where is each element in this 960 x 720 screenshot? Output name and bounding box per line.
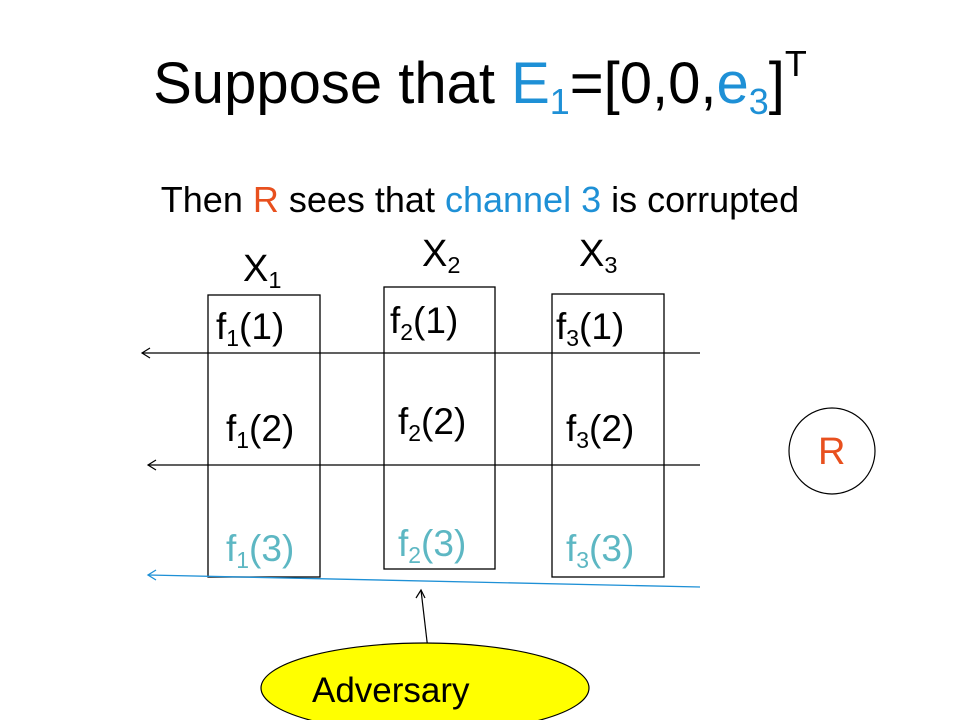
- cell-f2-3: f2(3): [398, 523, 467, 568]
- slide-subtitle: Then R sees that channel 3 is corrupted: [0, 182, 960, 218]
- cell-f2-1: f2(1): [390, 300, 459, 345]
- cell-f3-1: f3(1): [556, 306, 625, 351]
- cell-f2-2: f2(2): [398, 401, 467, 446]
- title-e3-index: 3: [748, 80, 769, 122]
- title-e3-letter: e: [716, 51, 749, 116]
- title-close: ]: [768, 51, 785, 116]
- column-box-3: [551, 293, 665, 578]
- cell-f3-2: f3(2): [566, 408, 635, 453]
- title-e-letter: E: [511, 51, 550, 116]
- subtitle-part2: sees that: [278, 179, 445, 220]
- cell-f1-3: f1(3): [226, 528, 295, 573]
- receiver-node: [788, 407, 876, 495]
- column-header-x2: X2: [422, 233, 461, 279]
- title-equals-open: =[0,0,: [569, 51, 717, 116]
- subtitle-receiver: R: [252, 179, 279, 220]
- subtitle-part1: Then: [160, 179, 253, 220]
- slide-title: Suppose that E1=[0,0,e3]T: [0, 46, 960, 120]
- subtitle-channel: channel 3: [444, 179, 602, 220]
- cell-f3-3: f3(3): [566, 528, 635, 573]
- title-superscript: T: [784, 43, 807, 85]
- column-header-x3: X3: [579, 233, 618, 279]
- title-prefix: Suppose that: [153, 51, 512, 116]
- channel-arrow-2: [146, 459, 700, 471]
- channel-arrow-3-corrupted: [146, 569, 701, 588]
- column-box-2: [383, 286, 496, 570]
- cell-f1-2: f1(2): [226, 408, 295, 453]
- adversary-label: Adversary: [312, 671, 470, 710]
- adversary-arrow: [415, 588, 429, 651]
- adversary-node: [260, 642, 590, 720]
- title-e-index: 1: [549, 80, 570, 122]
- column-header-x1: X1: [243, 248, 282, 294]
- receiver-label: R: [818, 431, 846, 473]
- subtitle-part3: is corrupted: [601, 179, 800, 220]
- channel-arrow-1: [140, 347, 700, 359]
- cell-f1-1: f1(1): [216, 306, 285, 351]
